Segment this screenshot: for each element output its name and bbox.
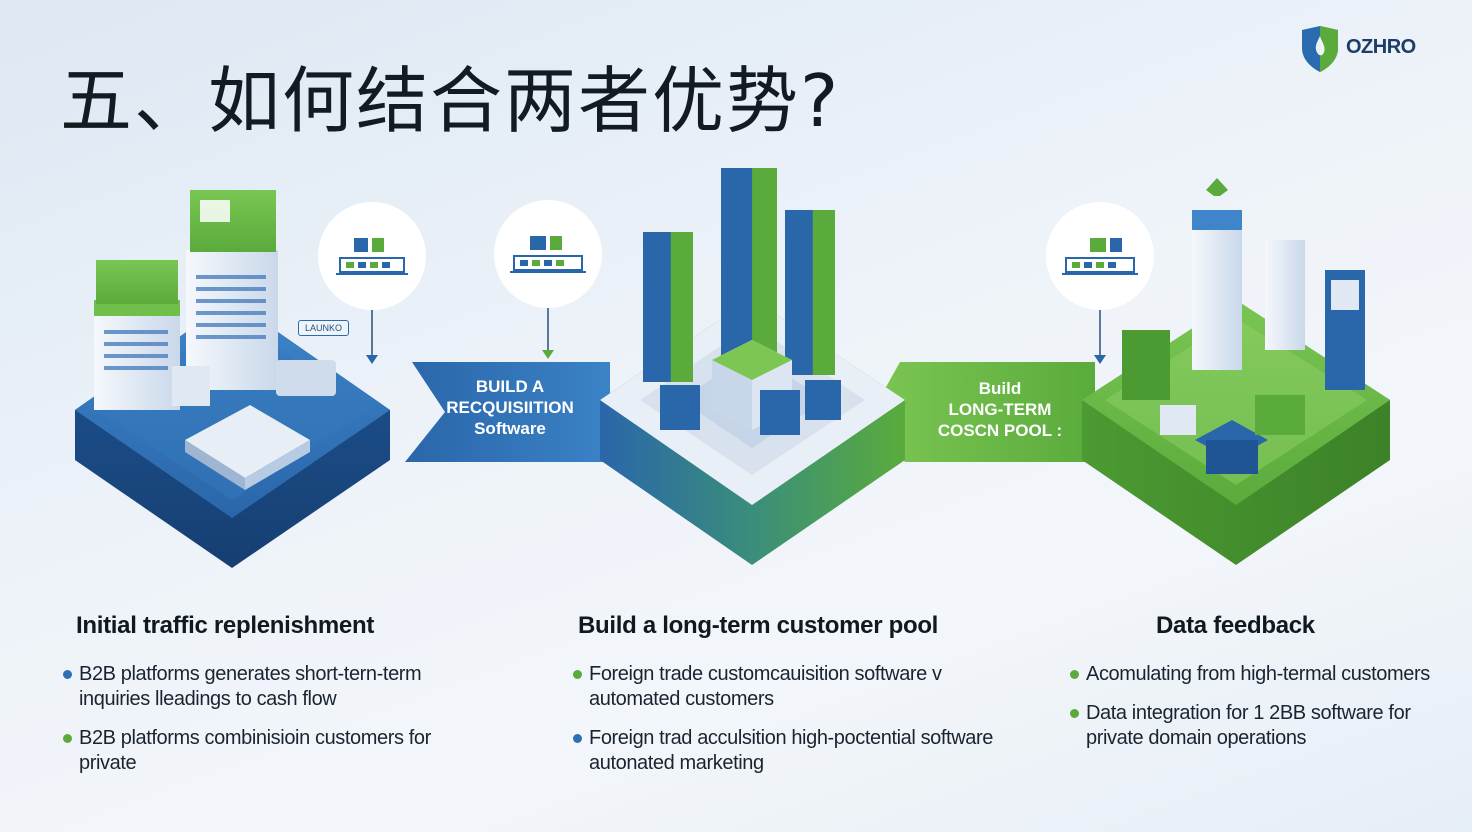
ribbon-1-line-1: BUILD A <box>475 377 545 396</box>
bullet-item: Foreign trad acculsition high-poctential… <box>573 726 993 776</box>
buildings-blue <box>94 190 336 490</box>
bullet-list: Foreign trade customcauisition software … <box>573 662 993 776</box>
ribbon-2-line-2: LONG-TERM <box>948 400 1052 419</box>
ribbon-2-text: Build LONG-TERM COSCN POOL : <box>935 378 1065 441</box>
bullet-item: B2B platforms combinisioin customers for… <box>63 726 483 776</box>
ribbon-1-line-3: Software <box>474 419 546 438</box>
bullet-text: Foreign trade customcauisition software … <box>589 663 942 710</box>
bullet-text: Acomulating from high-termal customers <box>1086 663 1430 685</box>
pin-1 <box>318 202 426 364</box>
ribbon-long-term-pool <box>872 362 1095 462</box>
logo-text: OZHRO <box>1346 36 1416 58</box>
ribbon-1-text: BUILD A RECQUISIITION Software <box>440 376 580 439</box>
bullet-dot-icon <box>63 734 72 743</box>
bullet-dot-icon <box>573 670 582 679</box>
bullet-item: Data integration for 1 2BB software for … <box>1070 701 1430 751</box>
bullet-item: B2B platforms generates short-tern-term … <box>63 662 483 712</box>
bullet-item: Acomulating from high-termal customers <box>1070 662 1430 687</box>
bullet-text: Foreign trad acculsition high-poctential… <box>589 727 993 774</box>
column-data-feedback: Data feedback Acomulating from high-term… <box>1070 612 1430 765</box>
ribbon-2-line-3: COSCN POOL : <box>937 421 1063 440</box>
page-title: 五、如何结合两者优势? <box>60 59 841 143</box>
towers-center <box>643 168 841 435</box>
bullet-list: Acomulating from high-termal customers D… <box>1070 662 1430 751</box>
column-heading: Data feedback <box>1156 612 1315 639</box>
bullet-dot-icon <box>1070 670 1079 679</box>
bullet-text: B2B platforms generates short-tern-term … <box>79 663 422 710</box>
buildings-green <box>1122 178 1365 474</box>
bullet-list: B2B platforms generates short-tern-term … <box>63 662 483 776</box>
column-heading: Initial traffic replenishment <box>76 612 375 639</box>
column-heading: Build a long-term customer pool <box>578 612 939 639</box>
bullet-item: Foreign trade customcauisition software … <box>573 662 993 712</box>
ribbon-2-line-1: Build <box>978 379 1022 398</box>
ribbon-1-line-2: RECQUISIITION <box>446 398 574 417</box>
column-customer-pool: Build a long-term customer pool Foreign … <box>573 612 993 790</box>
bullet-text: B2B platforms combinisioin customers for… <box>79 727 431 774</box>
bullet-dot-icon <box>63 670 72 679</box>
column-initial-traffic: Initial traffic replenishment B2B platfo… <box>63 612 483 790</box>
bullet-text: Data integration for 1 2BB software for … <box>1086 702 1411 749</box>
bullet-dot-icon <box>1070 709 1079 718</box>
pin-2 <box>494 200 602 359</box>
ribbon-acquisition-software <box>405 362 610 462</box>
pin-3 <box>1046 202 1154 364</box>
shield-logo-icon <box>1302 26 1338 72</box>
chip-label: LAUNKO <box>298 320 350 336</box>
bullet-dot-icon <box>573 734 582 743</box>
